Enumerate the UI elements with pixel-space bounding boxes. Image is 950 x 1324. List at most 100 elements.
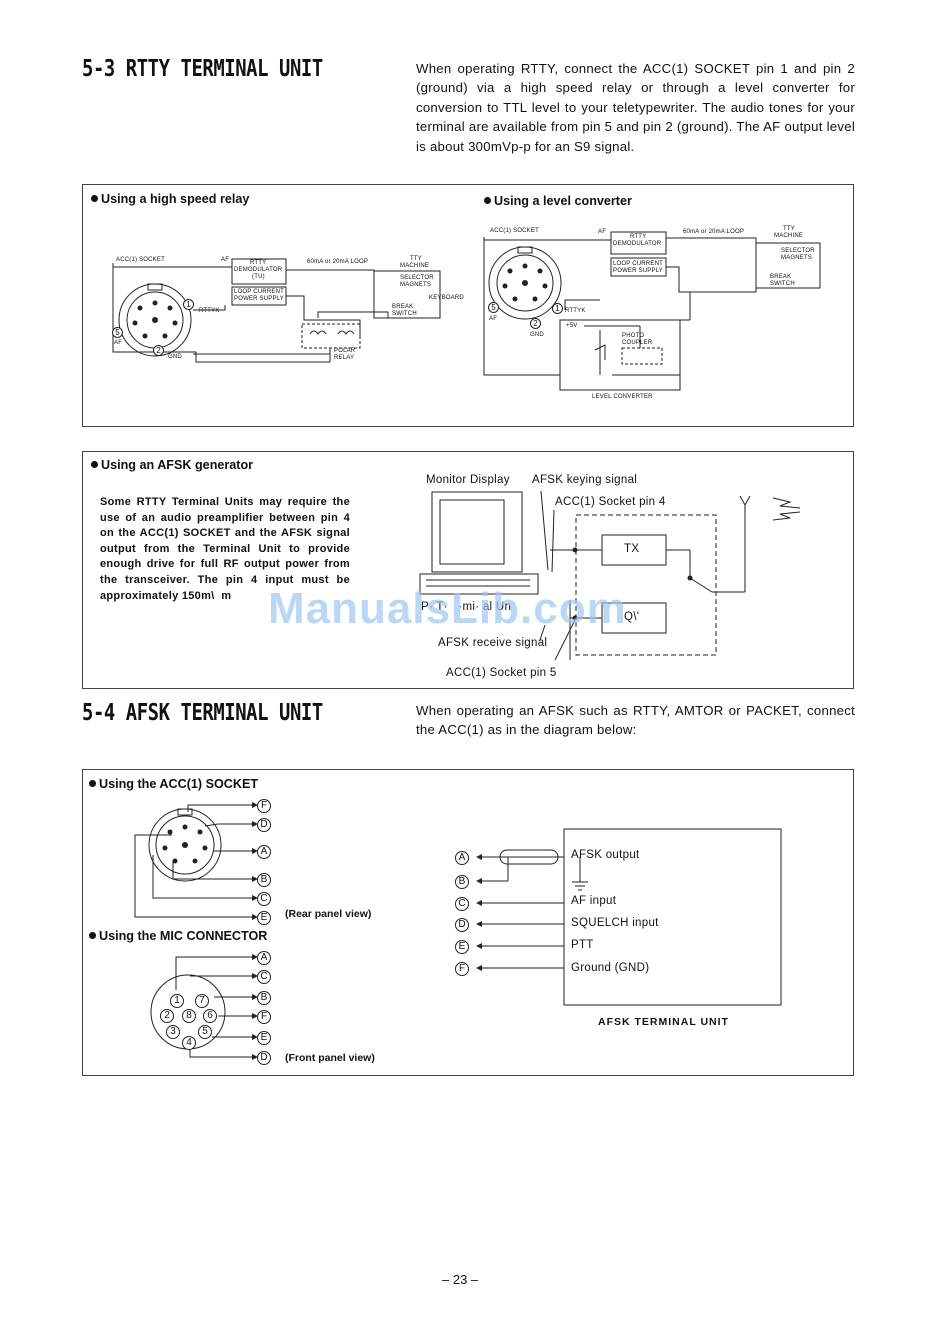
rtty-diagram-box (82, 184, 854, 427)
level-converter-label: LEVEL CONVERTER (592, 394, 653, 400)
level-demod-2: DEMODULATOR (613, 241, 662, 247)
rear-panel-view-label: (Rear panel view) (285, 908, 372, 920)
afsk-unit-box (82, 769, 854, 1076)
level-af-lower: AF (489, 316, 498, 322)
afsk-receive-signal-label: AFSK receive signal (438, 637, 548, 649)
relay-tty-2: MACHINE (400, 263, 430, 269)
unit-pin-2: C (455, 897, 469, 911)
relay-loop-ps-1: LOOP CURRENT (234, 289, 284, 295)
level-pin1-marker: 1 (552, 303, 563, 314)
unit-pin-1: B (455, 875, 469, 889)
relay-pin1-marker: 1 (183, 299, 194, 310)
relay-polar-1: POLAR (334, 348, 356, 354)
level-tty-2: MACHINE (774, 233, 804, 239)
relay-selector-2: MAGNETS (400, 282, 432, 288)
squelch-input-label: SQUELCH input (571, 917, 659, 929)
level-plus5v: +5V (566, 323, 578, 329)
unit-pin-5: F (455, 962, 469, 976)
relay-keyboard: KEYBOARD (429, 295, 464, 301)
mic-num-5: 3 (166, 1025, 180, 1039)
afsk-generator-text: Some RTTY Terminal Units may require the… (100, 496, 350, 602)
mic-num-6: 5 (198, 1025, 212, 1039)
mic-pin-0: A (257, 951, 271, 965)
mic-num-3: 8 (182, 1009, 196, 1023)
level-break-1: BREAK (770, 274, 792, 280)
level-selector-1: SELECTOR (781, 248, 815, 254)
monitor-display-label: Monitor Display (426, 474, 510, 486)
mic-connector-heading: Using the MIC CONNECTOR (89, 929, 267, 943)
rx-label: Q\' (624, 611, 640, 623)
unit-pin-0: A (455, 851, 469, 865)
mic-pin-1: C (257, 970, 271, 984)
level-converter-heading: Using a level converter (484, 194, 632, 208)
afsk-generator-heading: Using an AFSK generator (91, 458, 253, 472)
relay-polar-2: RELAY (334, 355, 355, 361)
afsk-terminal-unit-label: AFSK TERMINAL UNIT (598, 1016, 729, 1028)
relay-demod-2: DEMODULATOR (234, 267, 283, 273)
relay-af-lower: AF (114, 340, 123, 346)
relay-af-label: AF (221, 257, 230, 263)
ptt-label: PTT (571, 939, 594, 951)
relay-rttyk: RTTYK (199, 308, 220, 314)
mic-pin-4: E (257, 1031, 271, 1045)
acc-pin-4: C (257, 892, 271, 906)
relay-gnd: GND (168, 354, 182, 360)
level-photo-2: COUPLER (622, 340, 653, 346)
mic-pin-5: D (257, 1051, 271, 1065)
relay-loop-label: 60mA or 20mA LOOP (307, 259, 369, 265)
section-5-3-title: 5-3 RTTY TERMINAL UNIT (82, 56, 323, 82)
relay-break-1: BREAK (392, 304, 414, 310)
relay-break-2: SWITCH (392, 311, 417, 317)
level-af-label: AF (598, 229, 607, 235)
level-loop-ps-1: LOOP CURRENT (613, 261, 663, 267)
relay-pin5-marker: 5 (112, 327, 123, 338)
section-5-4-title: 5-4 AFSK TERMINAL UNIT (82, 700, 323, 726)
relay-acc-socket-label: ACC(1) SOCKET (116, 257, 165, 263)
acc-pin-3: B (257, 873, 271, 887)
level-gnd: GND (530, 332, 544, 338)
unit-pin-4: E (455, 940, 469, 954)
level-selector-2: MAGNETS (781, 255, 813, 261)
watermark: ManualsLib.com (268, 584, 627, 633)
tx-label: TX (624, 543, 640, 555)
mic-num-1: 7 (195, 994, 209, 1008)
level-demod-1: RTTY (630, 234, 647, 240)
relay-demod-3: (TU) (252, 274, 265, 280)
af-input-label: AF input (571, 895, 617, 907)
front-panel-view-label: (Front panel view) (285, 1052, 375, 1064)
afsk-output-label: AFSK output (571, 849, 640, 861)
relay-loop-ps-2: POWER SUPPLY (234, 296, 284, 302)
section-5-4-paragraph: When operating an AFSK such as RTTY, AMT… (416, 703, 855, 738)
mic-pin-2: B (257, 991, 271, 1005)
level-pin2-marker: 2 (530, 318, 541, 329)
section-5-3-paragraph: When operating RTTY, connect the ACC(1) … (416, 61, 855, 154)
relay-pin2-marker: 2 (153, 345, 164, 356)
level-photo-1: PHOTO (622, 333, 645, 339)
relay-selector-1: SELECTOR (400, 275, 434, 281)
acc-socket-heading: Using the ACC(1) SOCKET (89, 777, 258, 791)
level-acc-socket-label: ACC(1) SOCKET (490, 228, 539, 234)
acc-pin-1: D (257, 818, 271, 832)
page-number: – 23 – (442, 1272, 479, 1287)
relay-heading: Using a high speed relay (91, 192, 249, 206)
acc-pin-2: A (257, 845, 271, 859)
socket-pin4-label: ACC(1) Socket pin 4 (555, 496, 666, 508)
level-rttyk: RTTYK (565, 308, 586, 314)
ground-label: Ground (GND) (571, 962, 650, 974)
acc-pin-5: E (257, 911, 271, 925)
terminal-unit-label: P· T· ·mi· al Un (421, 601, 512, 613)
relay-demod-1: RTTY (250, 260, 267, 266)
level-loop-ps-2: POWER SUPPLY (613, 268, 663, 274)
level-break-2: SWITCH (770, 281, 795, 287)
acc-pin-0: F (257, 799, 271, 813)
mic-num-7: 4 (182, 1036, 196, 1050)
mic-num-0: 1 (170, 994, 184, 1008)
relay-tty-1: TTY (410, 256, 422, 262)
socket-pin5-label: ACC(1) Socket pin 5 (446, 667, 557, 679)
unit-pin-3: D (455, 918, 469, 932)
level-pin5-marker: 5 (488, 302, 499, 313)
